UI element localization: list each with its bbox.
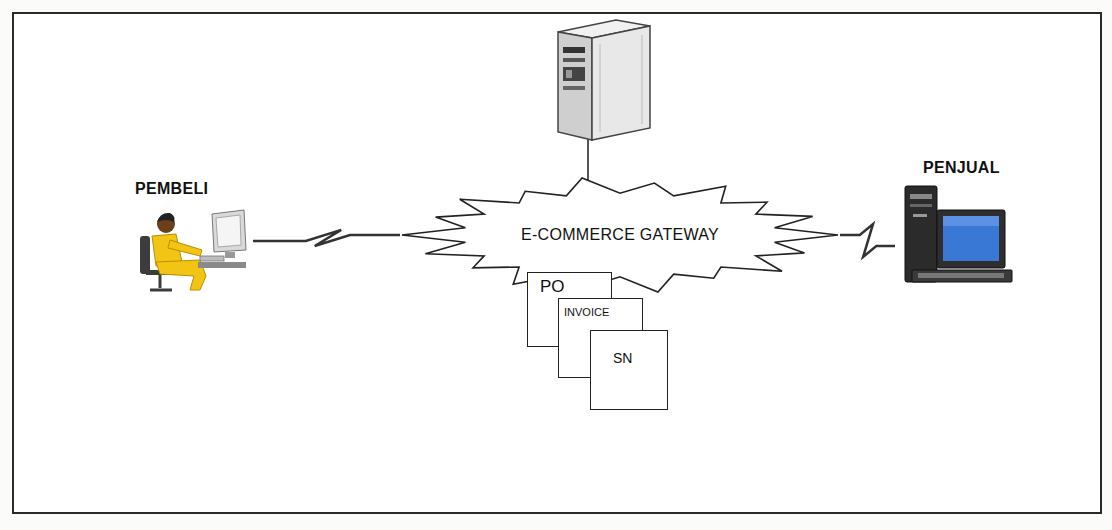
network-link <box>840 224 895 257</box>
document-label: PO <box>540 277 565 297</box>
gateway-label: E-COMMERCE GATEWAY <box>521 226 719 244</box>
buyer-icon <box>140 210 246 290</box>
seller-icon <box>905 186 1012 282</box>
actor-label: PEMBELI <box>135 180 208 198</box>
buyer-node: PEMBELI <box>128 176 253 294</box>
gateway-cloud: E-COMMERCE GATEWAY <box>400 175 840 295</box>
document-box: SN <box>590 330 668 410</box>
network-link <box>253 230 400 246</box>
document-label: SN <box>613 350 632 366</box>
seller-node: PENJUAL <box>895 155 1025 285</box>
actor-label: PENJUAL <box>923 159 1000 177</box>
document-label: INVOICE <box>564 306 609 318</box>
